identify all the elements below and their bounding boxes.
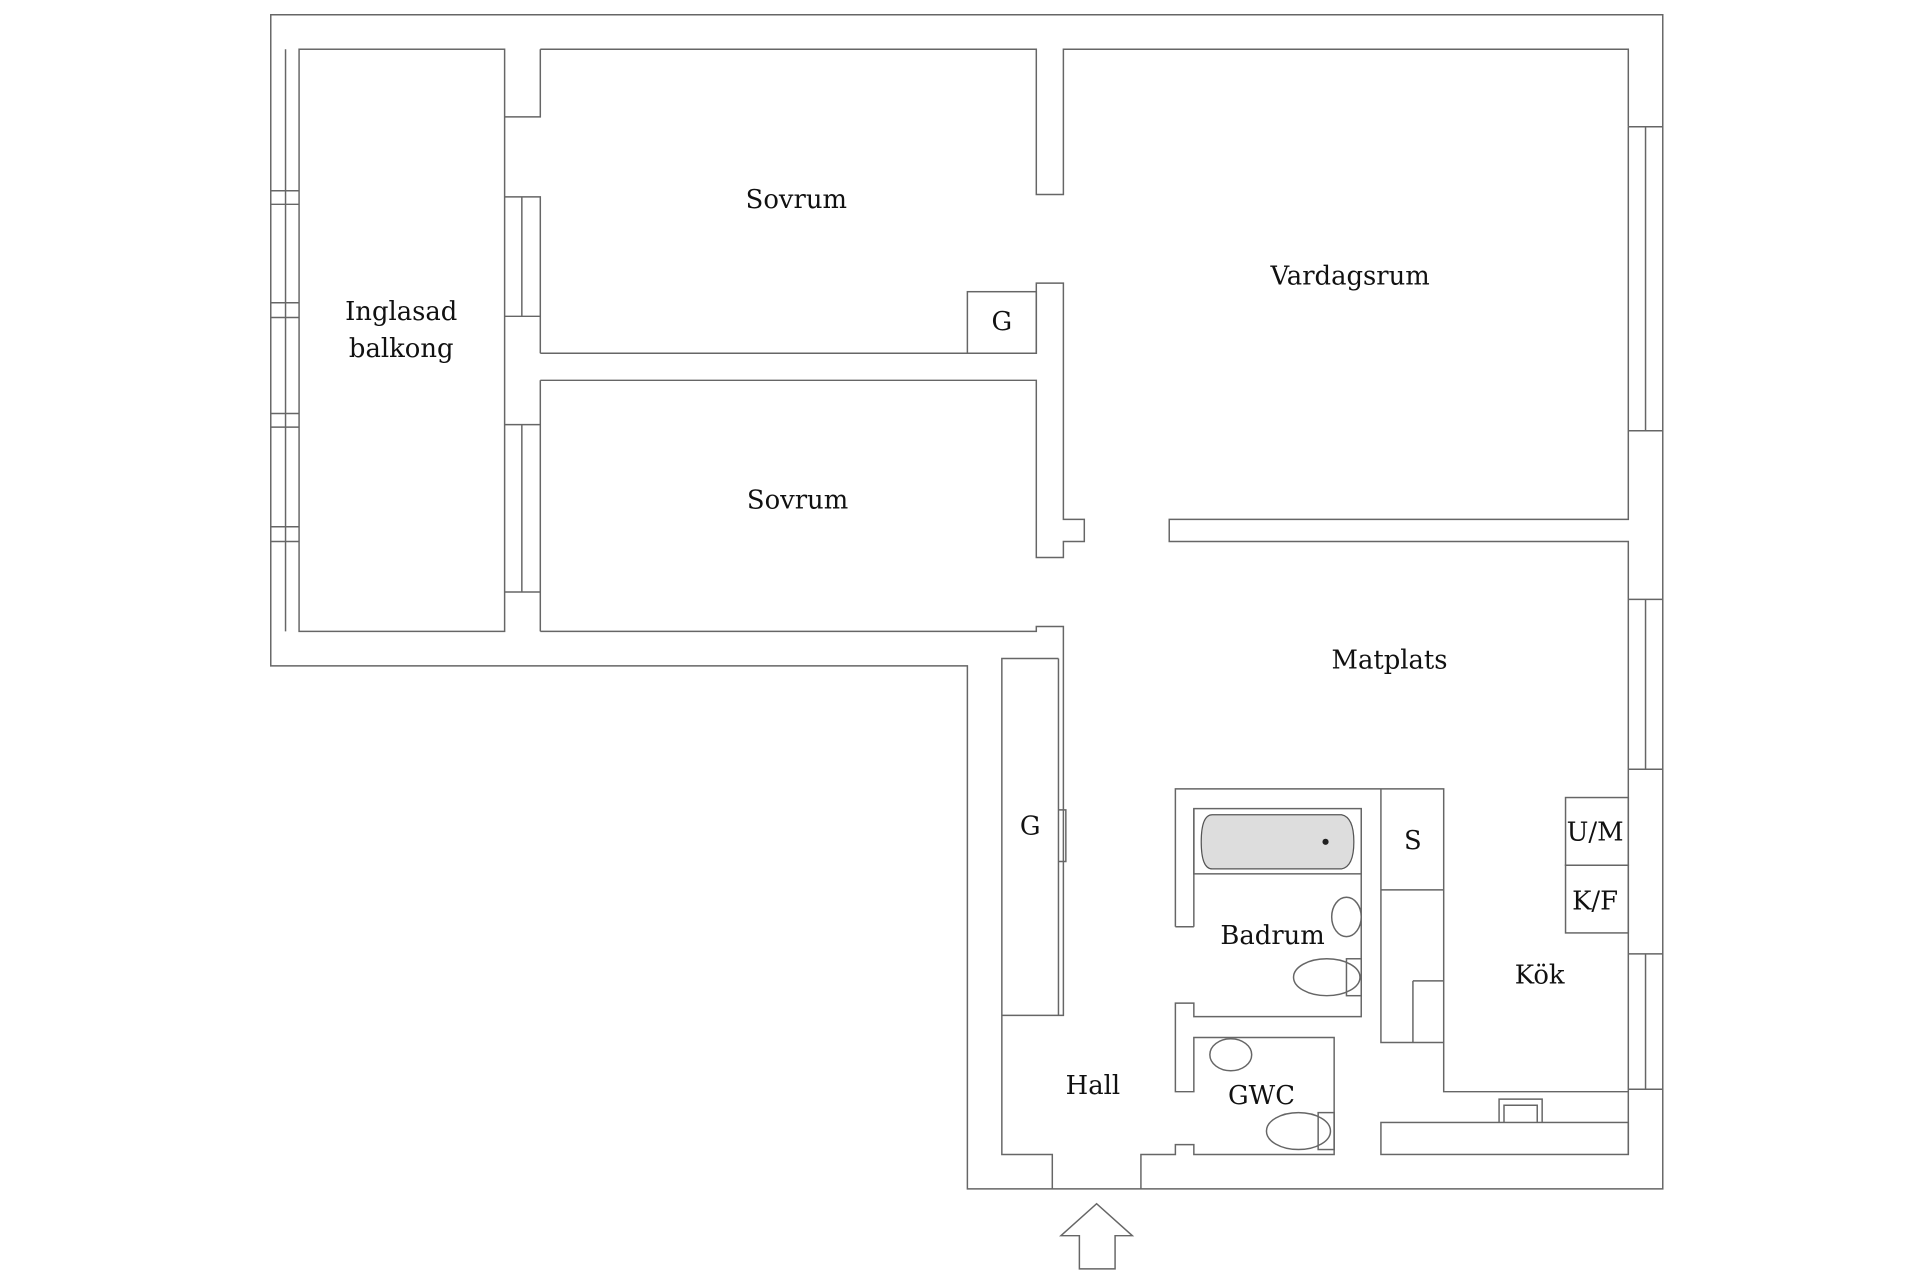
label-dining: Matplats (1332, 645, 1448, 675)
balcony-outline (298, 48, 506, 633)
label-bathroom: Badrum (1220, 921, 1324, 951)
label-hall-closet: G (1020, 811, 1041, 841)
label-bedroom2: Sovrum (747, 485, 848, 515)
kitchen-counter (1380, 1121, 1630, 1156)
wc-sink (1209, 1038, 1253, 1072)
label-guest-wc: GWC (1228, 1081, 1295, 1111)
bathroom-sink (1330, 896, 1362, 938)
bedroom2-walls (540, 625, 1362, 1189)
wc-toilet (1265, 1111, 1332, 1151)
bathroom-toilet-tank (1345, 958, 1362, 997)
label-hall: Hall (1066, 1071, 1120, 1101)
bathtub-basin (1200, 814, 1355, 870)
bedroom1-closet (966, 290, 1038, 354)
label-bedroom1-closet: G (992, 307, 1013, 337)
label-living: Vardagsrum (1270, 261, 1430, 291)
balcony-bedroom-wall (504, 49, 542, 632)
wc-toilet-tank (1317, 1111, 1335, 1151)
bathtub (1193, 807, 1362, 875)
bedroom1-walls (540, 48, 1630, 559)
hall-closet-door (1057, 658, 1067, 1016)
balcony-windows (270, 49, 300, 632)
kitchen-sink (1498, 1098, 1543, 1123)
label-washer: U/M (1567, 818, 1624, 848)
bathtub-drain (1322, 838, 1329, 845)
label-storage: S (1404, 826, 1422, 856)
arrow-up-icon (1058, 1202, 1135, 1270)
living-walls (1168, 126, 1663, 1155)
label-balcony-1: Inglasad (345, 297, 457, 327)
label-balcony-2: balkong (349, 334, 454, 364)
fridge-box (1564, 864, 1630, 934)
label-fridge: K/F (1572, 887, 1618, 917)
bathroom-toilet (1292, 958, 1361, 997)
label-kitchen: Kök (1515, 960, 1565, 990)
label-bedroom1: Sovrum (746, 185, 847, 215)
outer-wall (270, 14, 1664, 1190)
